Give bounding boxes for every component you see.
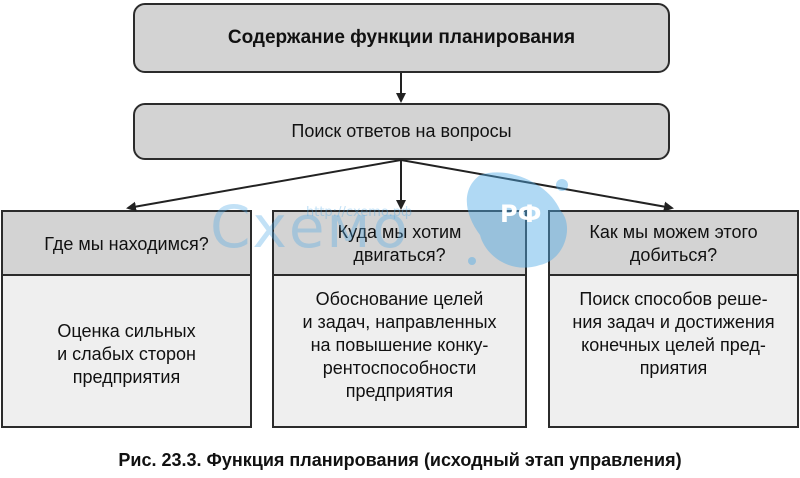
arrow-middle-to-right (400, 159, 674, 212)
question-goal-label: Куда мы хотим двигаться? (337, 222, 462, 265)
figure-caption: Рис. 23.3. Функция планирования (исходны… (118, 450, 682, 470)
question-how-label: Как мы можем этого добиться? (589, 222, 758, 265)
answer-goal-box: Обоснование целей и задач, направленных … (272, 274, 527, 428)
answer-how-box: Поиск способов реше- ния задач и достиже… (548, 274, 799, 428)
planning-function-title-box: Содержание функции планирования (133, 3, 670, 73)
question-goal-box: Куда мы хотим двигаться? (272, 210, 527, 276)
arrow-middle-to-left (126, 159, 402, 212)
question-where-label: Где мы находимся? (44, 233, 209, 254)
planning-function-title: Содержание функции планирования (227, 27, 576, 48)
question-where-box: Где мы находимся? (1, 210, 252, 276)
search-answers-box: Поиск ответов на вопросы (133, 103, 670, 160)
answer-where-box: Оценка сильных и слабых сторон предприят… (1, 274, 252, 428)
answer-where-text: Оценка сильных и слабых сторон предприят… (57, 321, 196, 387)
question-how-box: Как мы можем этого добиться? (548, 210, 799, 276)
answer-how-text: Поиск способов реше- ния задач и достиже… (572, 289, 775, 378)
answer-goal-text: Обоснование целей и задач, направленных … (302, 289, 497, 401)
search-answers-label: Поиск ответов на вопросы (291, 121, 512, 141)
